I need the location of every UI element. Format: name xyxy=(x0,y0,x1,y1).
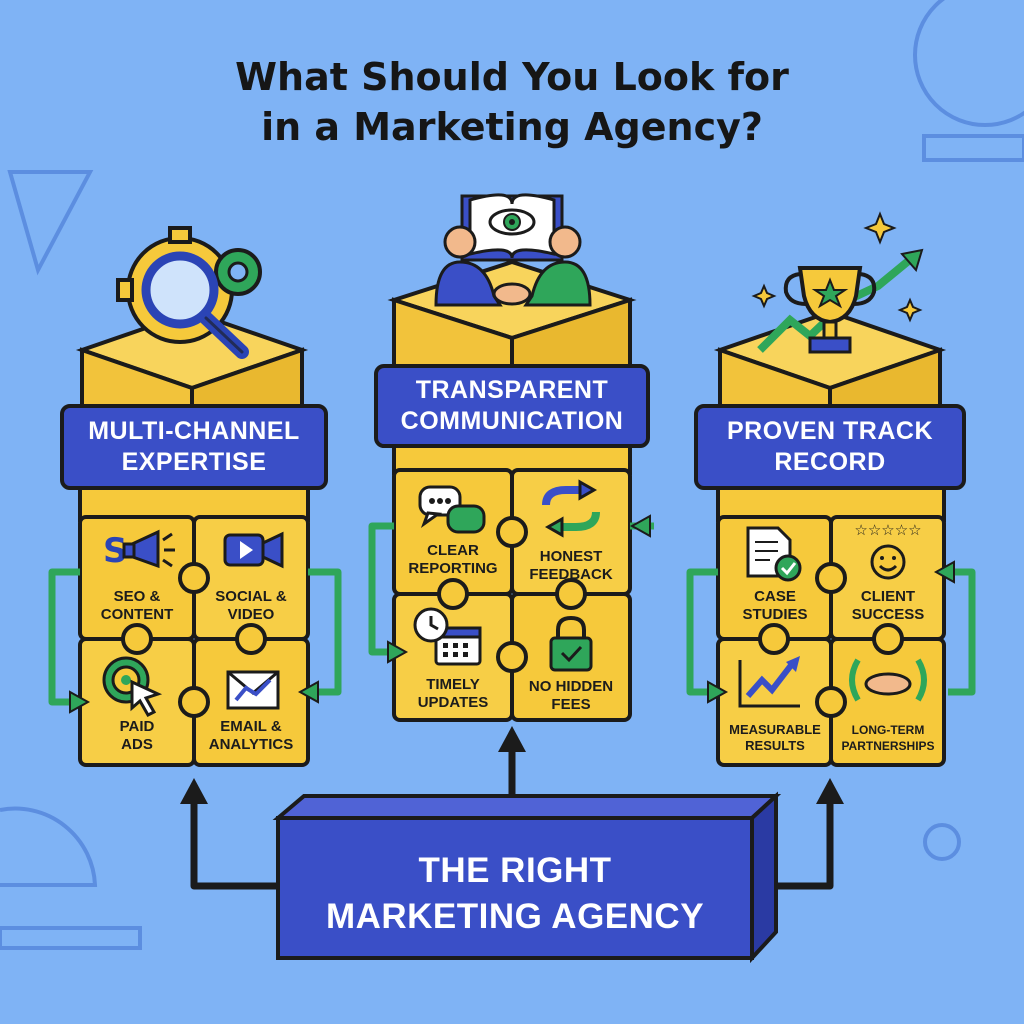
column-multi-channel: S xyxy=(75,226,310,767)
megaphone-icon: S xyxy=(103,529,175,571)
trophy-icon xyxy=(751,211,924,354)
handshake-eye-book-icon xyxy=(434,193,592,307)
black-arrows xyxy=(190,750,834,890)
tile-label-seo-content: SEO & CONTENT xyxy=(82,588,192,624)
bottom-box xyxy=(272,791,782,964)
banner-proven-track-record: PROVEN TRACK RECORD xyxy=(694,404,966,490)
tile-text-line: CASE xyxy=(754,588,796,605)
cursor-target-icon xyxy=(102,656,163,717)
document-check-icon xyxy=(746,526,802,582)
tile-text-line: PARTNERSHIPS xyxy=(841,739,935,753)
tile-label-no-hidden-fees: NO HIDDEN FEES xyxy=(516,678,626,714)
tile-label-social-video: SOCIAL & VIDEO xyxy=(196,588,306,624)
tile-text-line: SOCIAL & xyxy=(215,588,287,605)
tile-text-line: SUCCESS xyxy=(851,606,925,623)
tile-text-line: MEASURABLE xyxy=(729,722,821,737)
tile-text-line: NO HIDDEN xyxy=(528,678,614,695)
tile-text-line: CLEAR xyxy=(427,542,479,559)
envelope-chart-icon xyxy=(226,670,280,710)
tile-text-line: ADS xyxy=(121,736,153,753)
tile-text-line: UPDATES xyxy=(417,694,489,711)
trend-chart-icon xyxy=(738,656,800,708)
tile-text-line: ANALYTICS xyxy=(208,736,294,753)
tile-text-line: HONEST xyxy=(539,548,603,565)
title-line-1: What Should You Look for xyxy=(235,55,789,99)
tile-label-email-analytics: EMAIL & ANALYTICS xyxy=(196,718,306,754)
tile-text-line: EMAIL & xyxy=(220,718,282,735)
padlock-icon xyxy=(549,615,593,672)
chat-bubbles-icon xyxy=(418,485,486,534)
tile-label-clear-reporting: CLEAR REPORTING xyxy=(398,542,508,578)
banner-line: RECORD xyxy=(774,448,886,476)
bar-decoration-bottom-icon xyxy=(0,926,142,950)
tile-text-line: REPORTING xyxy=(408,560,498,577)
tile-text-line: FEEDBACK xyxy=(529,566,613,583)
tile-text-line: CLIENT xyxy=(860,588,916,605)
tile-text-line: TIMELY xyxy=(426,676,480,693)
tile-label-paid-ads: PAID ADS xyxy=(82,718,192,754)
tile-text-line: FEES xyxy=(551,696,591,713)
column-transparent xyxy=(387,193,637,722)
banner-line: PROVEN TRACK xyxy=(726,417,933,445)
green-connector-arrows xyxy=(48,522,976,706)
tile-text-line: RESULTS xyxy=(745,738,805,753)
tile-label-honest-feedback: HONEST FEEDBACK xyxy=(516,548,626,584)
refresh-arrows-icon xyxy=(542,479,600,538)
banner-multi-channel-expertise: MULTI-CHANNEL EXPERTISE xyxy=(60,404,328,490)
tile-text-line: CONTENT xyxy=(100,606,174,623)
banner-line: EXPERTISE xyxy=(121,448,267,476)
circle-decoration-icon xyxy=(913,0,1024,127)
bottom-line-1: THE RIGHT xyxy=(418,851,612,890)
tile-label-timely-updates: TIMELY UPDATES xyxy=(398,676,508,712)
clock-calendar-icon xyxy=(413,607,482,666)
tile-text-line: PAID xyxy=(119,718,155,735)
banner-line: TRANSPARENT xyxy=(415,376,609,404)
tile-text-line: SEO & xyxy=(113,588,161,605)
small-circle-decoration-icon xyxy=(923,823,961,861)
video-camera-icon xyxy=(223,531,284,569)
background-decorations xyxy=(0,0,1024,950)
svg-text:☆☆☆☆☆: ☆☆☆☆☆ xyxy=(854,521,921,539)
laurel-handshake-icon xyxy=(849,658,927,702)
title-line-2: in a Marketing Agency? xyxy=(261,105,763,149)
tile-text-line: VIDEO xyxy=(227,606,275,623)
bottom-box-label: THE RIGHT MARKETING AGENCY xyxy=(290,848,740,940)
banner-transparent-communication: TRANSPARENT COMMUNICATION xyxy=(374,364,650,448)
tile-label-client-success: CLIENT SUCCESS xyxy=(833,588,943,624)
tile-label-case-studies: CASE STUDIES xyxy=(720,588,830,624)
bar-decoration-icon xyxy=(922,134,1024,162)
tile-label-measurable-results: MEASURABLE RESULTS xyxy=(720,722,830,754)
smiley-stars-icon: ☆☆☆☆☆ xyxy=(854,521,922,580)
tile-text-line: LONG-TERM xyxy=(851,723,925,737)
bottom-line-2: MARKETING AGENCY xyxy=(325,897,705,936)
triangle-decoration-icon xyxy=(7,170,94,276)
banner-line: COMMUNICATION xyxy=(400,407,624,435)
magnifier-gear-icon xyxy=(116,226,262,359)
page-title: What Should You Look for in a Marketing … xyxy=(0,52,1024,152)
tile-text-line: STUDIES xyxy=(742,606,808,623)
semicircle-decoration-icon xyxy=(0,806,98,887)
tile-label-long-term-partnerships: LONG-TERM PARTNERSHIPS xyxy=(833,722,943,754)
banner-line: MULTI-CHANNEL xyxy=(88,417,300,445)
connector-arrowheads xyxy=(69,514,955,714)
black-arrowheads xyxy=(180,726,844,804)
